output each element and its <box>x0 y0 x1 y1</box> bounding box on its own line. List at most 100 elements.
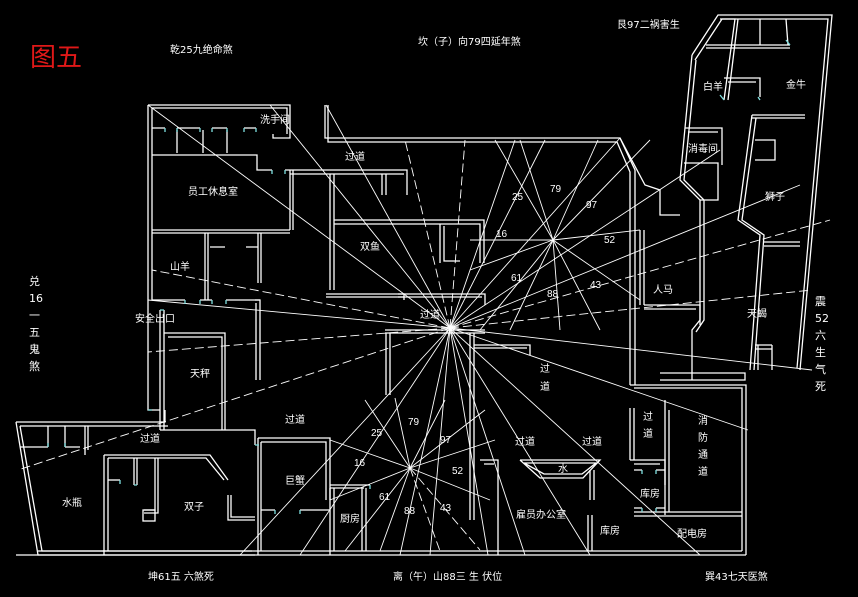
room-gemini: 双子 <box>184 501 204 513</box>
direction-ray <box>519 139 554 241</box>
direction-ray <box>449 139 466 329</box>
room-safety-exit: 安全出口 <box>135 312 175 325</box>
room-corridor-right-c-1: 过 <box>643 410 653 423</box>
direction-label-bottom-center: 离（午）山88三 生 伏位 <box>393 570 502 583</box>
room-staff-lounge: 员工休息室 <box>188 185 238 198</box>
direction-label-right-vertical: 震 52 六 生 气 死 <box>815 295 829 393</box>
direction-label-top-left: 乾25九绝命煞 <box>170 43 233 56</box>
room-fire-lane-4: 道 <box>698 465 708 478</box>
room-corridor-right-b: 过道 <box>582 435 602 448</box>
direction-ray <box>409 467 491 501</box>
direction-ray <box>449 184 801 329</box>
direction-ray <box>449 327 749 431</box>
room-leo: 狮子 <box>765 190 785 203</box>
sector-number: 16 <box>354 458 366 469</box>
sector-number: 52 <box>604 235 616 246</box>
sector-number: 43 <box>440 503 452 514</box>
room-labels: 洗手间 员工休息室 过道 山羊 双鱼 安全出口 天秤 过道 过 道 过道 过道 … <box>62 78 806 540</box>
room-kitchen: 厨房 <box>340 512 360 525</box>
room-sagittarius: 人马 <box>653 284 673 296</box>
svg-text:死: 死 <box>815 380 826 393</box>
room-aries: 白羊 <box>703 80 723 93</box>
room-storage-b: 库房 <box>600 524 620 537</box>
direction-ray <box>449 289 813 329</box>
room-taurus: 金牛 <box>786 78 806 91</box>
sector-number: 79 <box>408 417 420 428</box>
direction-ray <box>344 467 411 552</box>
direction-ray <box>299 327 451 556</box>
svg-text:兑: 兑 <box>29 274 40 288</box>
room-goat: 山羊 <box>170 260 190 273</box>
room-corridor-mid-right-2: 道 <box>540 380 550 393</box>
direction-ray <box>409 439 496 469</box>
room-washroom: 洗手间 <box>260 113 290 126</box>
room-disinfection: 消毒间 <box>688 142 718 155</box>
svg-text:鬼: 鬼 <box>29 342 40 356</box>
upper-ray-burst <box>469 139 651 331</box>
figure-title: 图五 <box>30 43 82 73</box>
direction-ray <box>552 229 641 241</box>
sector-numbers-lower: 25 79 97 16 52 61 88 43 <box>354 417 464 517</box>
direction-ray <box>552 139 651 241</box>
room-power-room: 配电房 <box>677 527 707 540</box>
svg-text:16: 16 <box>29 292 43 305</box>
room-corridor-lower: 过道 <box>285 413 305 426</box>
direction-label-top-center: 坎（子）向79四延年煞 <box>418 35 521 48</box>
sector-number: 25 <box>371 428 383 439</box>
door-marks <box>47 39 791 514</box>
direction-ray <box>409 399 446 469</box>
direction-ray <box>329 467 411 501</box>
svg-text:六: 六 <box>815 329 826 342</box>
room-corridor-left: 过道 <box>140 432 160 445</box>
direction-ray <box>151 269 451 329</box>
direction-ray <box>379 467 411 552</box>
room-manager-office: 雇员办公室 <box>516 508 566 521</box>
direction-label-top-right: 艮97二祸害生 <box>617 18 680 31</box>
direction-ray <box>269 104 451 329</box>
direction-ray <box>449 327 813 371</box>
room-libra: 天秤 <box>190 368 210 380</box>
svg-text:气: 气 <box>815 362 826 376</box>
svg-text:五: 五 <box>29 326 40 339</box>
direction-ray <box>509 239 554 331</box>
direction-ray <box>409 467 481 551</box>
sector-number: 25 <box>512 192 524 203</box>
svg-text:一: 一 <box>29 309 40 322</box>
room-corridor-center: 过道 <box>420 308 440 321</box>
direction-ray <box>449 327 489 556</box>
room-pisces: 双鱼 <box>360 240 380 253</box>
direction-ray <box>394 397 411 469</box>
direction-label-bottom-right: 巽43七天医煞 <box>705 570 768 583</box>
sector-number: 79 <box>550 184 562 195</box>
sector-number: 88 <box>547 289 559 300</box>
room-scorpio: 天蝎 <box>747 308 767 320</box>
direction-ray <box>399 327 451 556</box>
sector-number: 61 <box>379 492 391 503</box>
sector-number: 16 <box>496 229 508 240</box>
sector-numbers-upper: 25 79 97 16 52 61 88 43 <box>496 184 616 300</box>
svg-text:震: 震 <box>815 295 826 308</box>
sector-number: 61 <box>511 273 523 284</box>
direction-ray <box>364 399 411 469</box>
room-fire-lane-2: 防 <box>698 431 708 444</box>
room-fire-lane-3: 通 <box>698 449 708 461</box>
direction-ray <box>469 239 554 271</box>
lower-ray-burst <box>329 397 496 552</box>
direction-ray <box>239 327 451 556</box>
room-water: 水 <box>558 463 568 475</box>
svg-text:煞: 煞 <box>29 359 40 373</box>
direction-label-left-vertical: 兑 16 一 五 鬼 煞 <box>29 274 43 373</box>
direction-ray <box>449 327 701 556</box>
walls <box>15 14 833 556</box>
sector-number: 97 <box>586 200 598 211</box>
direction-ray <box>552 239 561 331</box>
direction-ray <box>449 149 721 329</box>
direction-ray <box>409 467 441 552</box>
sector-number: 52 <box>452 466 464 477</box>
svg-text:52: 52 <box>815 312 829 325</box>
room-cancer: 巨蟹 <box>285 474 305 487</box>
room-corridor-top: 过道 <box>345 150 365 163</box>
direction-ray <box>552 139 599 241</box>
direction-ray <box>147 327 451 353</box>
